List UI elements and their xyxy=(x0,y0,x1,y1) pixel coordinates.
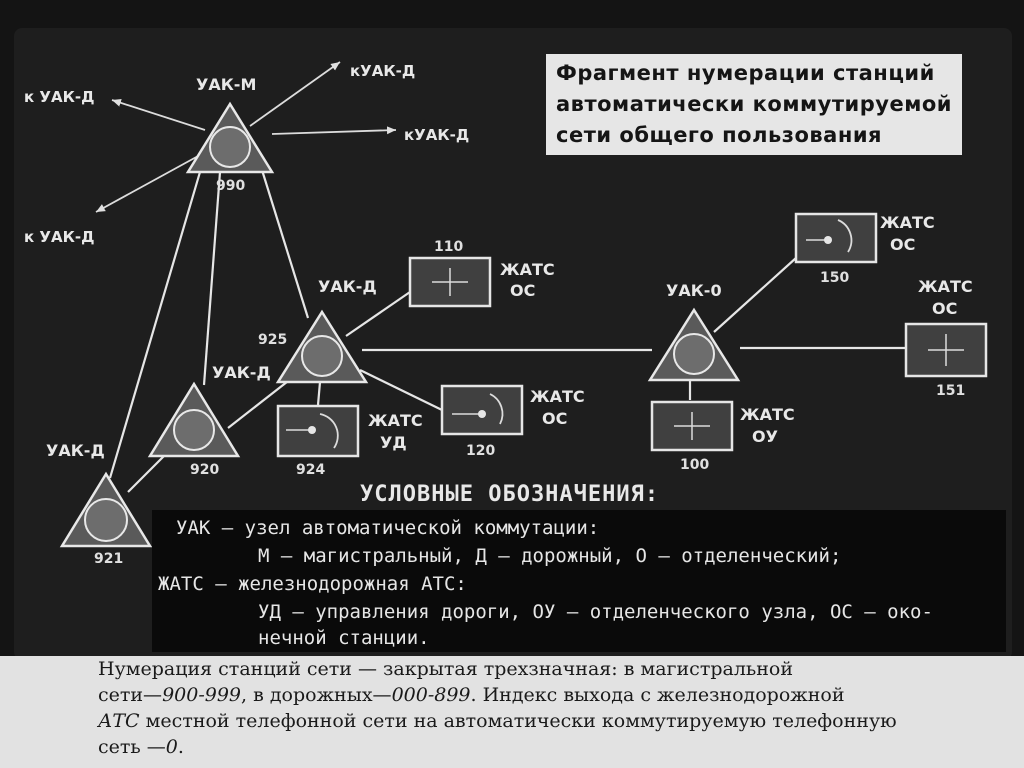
number-110: 110 xyxy=(434,239,463,255)
title-box: Фрагмент нумерации станций автоматически… xyxy=(546,54,963,155)
arrow-ur xyxy=(249,61,341,127)
node-uak-m xyxy=(185,101,275,174)
arrow-ul xyxy=(111,98,206,131)
caption-l4b: 0 xyxy=(165,736,178,758)
station-120-type1: ЖАТС xyxy=(530,387,585,406)
link-uak-o-150 xyxy=(713,257,797,333)
station-120-type2: ОС xyxy=(542,409,567,428)
station-100-type2: ОУ xyxy=(752,427,778,446)
caption-l2e: . Индекс выхода с железнодорожной xyxy=(470,684,845,706)
arrow-ll xyxy=(95,154,201,213)
caption-l3a: АТС xyxy=(98,710,140,732)
station-150-type2: ОС xyxy=(890,235,915,254)
number-100: 100 xyxy=(680,457,709,473)
label-uak-o: УАК-0 xyxy=(666,281,722,300)
station-110-box xyxy=(408,256,492,308)
link-990-921 xyxy=(108,171,202,479)
station-924-type1: ЖАТС xyxy=(368,411,423,430)
station-120-box xyxy=(440,384,524,436)
number-920: 920 xyxy=(190,462,219,478)
legend-heading: УСЛОВНЫЕ ОБОЗНАЧЕНИЯ: xyxy=(360,482,660,507)
link-925-110 xyxy=(345,291,411,337)
legend-row-zhats-types: УД — управления дороги, ОУ — отделенческ… xyxy=(258,601,933,623)
label-uak-m: УАК-М xyxy=(196,75,256,94)
label-out-ll: к УАК-Д xyxy=(24,228,94,246)
label-uak-d-921: УАК-Д xyxy=(46,441,105,460)
label-uak-d-925: УАК-Д xyxy=(318,277,377,296)
arrow-r xyxy=(271,126,397,135)
station-100-type1: ЖАТС xyxy=(740,405,795,424)
title-line-1: Фрагмент нумерации станций xyxy=(556,61,935,85)
title-line-3: сети общего пользования xyxy=(556,123,883,147)
caption-l4c: . xyxy=(177,736,184,758)
link-920-921 xyxy=(127,451,169,493)
link-925-120 xyxy=(359,369,443,411)
station-100-box xyxy=(650,400,734,452)
caption-l2a: сети— xyxy=(98,684,163,706)
connections xyxy=(108,169,906,493)
number-151: 151 xyxy=(936,383,965,399)
legend-row-zhats-types-cont: нечной станции. xyxy=(258,627,430,649)
label-out-r: кУАК-Д xyxy=(404,126,469,144)
outgoing-arrows xyxy=(95,61,397,213)
station-151-type2: ОС xyxy=(932,299,957,318)
caption-line-3: АТС местной телефонной сети на автоматич… xyxy=(98,708,897,734)
number-924: 924 xyxy=(296,462,325,478)
caption-l4a: сеть — xyxy=(98,736,166,758)
node-uak-o xyxy=(647,307,741,382)
caption-line-2: сети—900-999, в дорожных—000-899. Индекс… xyxy=(98,682,845,708)
number-921: 921 xyxy=(94,551,123,567)
caption-line-4: сеть —0. xyxy=(98,734,184,760)
link-990-920 xyxy=(202,171,222,386)
legend-row-uak-types: М — магистральный, Д — дорожный, О — отд… xyxy=(258,545,842,567)
caption: Нумерация станций сети — закрытая трехзн… xyxy=(0,656,1024,768)
network-diagram: УАК-М 990 УАК-Д 925 УАК-Д 920 УАК-Д 921 … xyxy=(24,61,988,567)
label-out-ur: кУАК-Д xyxy=(350,62,415,80)
label-out-ul: к УАК-Д xyxy=(24,88,94,106)
caption-l2d: 000-899 xyxy=(391,684,471,706)
station-151-type1: ЖАТС xyxy=(918,277,973,296)
link-990-925 xyxy=(260,169,310,319)
caption-line-1: Нумерация станций сети — закрытая трехзн… xyxy=(98,658,794,680)
number-150: 150 xyxy=(820,270,849,286)
station-150-box xyxy=(794,212,878,264)
number-925: 925 xyxy=(258,332,287,348)
station-151-box xyxy=(904,322,988,378)
caption-l2c: , в дорожных— xyxy=(241,684,392,706)
title-line-2: автоматически коммутируемой xyxy=(556,92,953,116)
station-110-type2: ОС xyxy=(510,281,535,300)
caption-l2b: 900-999 xyxy=(162,684,242,706)
link-925-924 xyxy=(316,381,322,406)
legend-row-uak: УАК — узел автоматической коммутации: xyxy=(176,517,600,539)
link-925-920 xyxy=(227,377,293,429)
node-uak-d-920 xyxy=(147,381,241,458)
legend-row-zhats: ЖАТС — железнодорожная АТС: xyxy=(158,573,467,595)
caption-l3b: местной телефонной сети на автоматически… xyxy=(139,710,897,732)
station-110-type1: ЖАТС xyxy=(500,260,555,279)
node-uak-d-925 xyxy=(275,309,369,384)
label-uak-d-920: УАК-Д xyxy=(212,363,271,382)
number-120: 120 xyxy=(466,443,495,459)
legend-box: УАК — узел автоматической коммутации: М … xyxy=(152,510,1006,652)
station-924-type2: УД xyxy=(380,433,407,452)
number-990: 990 xyxy=(216,178,245,194)
station-150-type1: ЖАТС xyxy=(880,213,935,232)
station-924-box xyxy=(276,404,360,458)
node-uak-d-921 xyxy=(59,471,153,548)
